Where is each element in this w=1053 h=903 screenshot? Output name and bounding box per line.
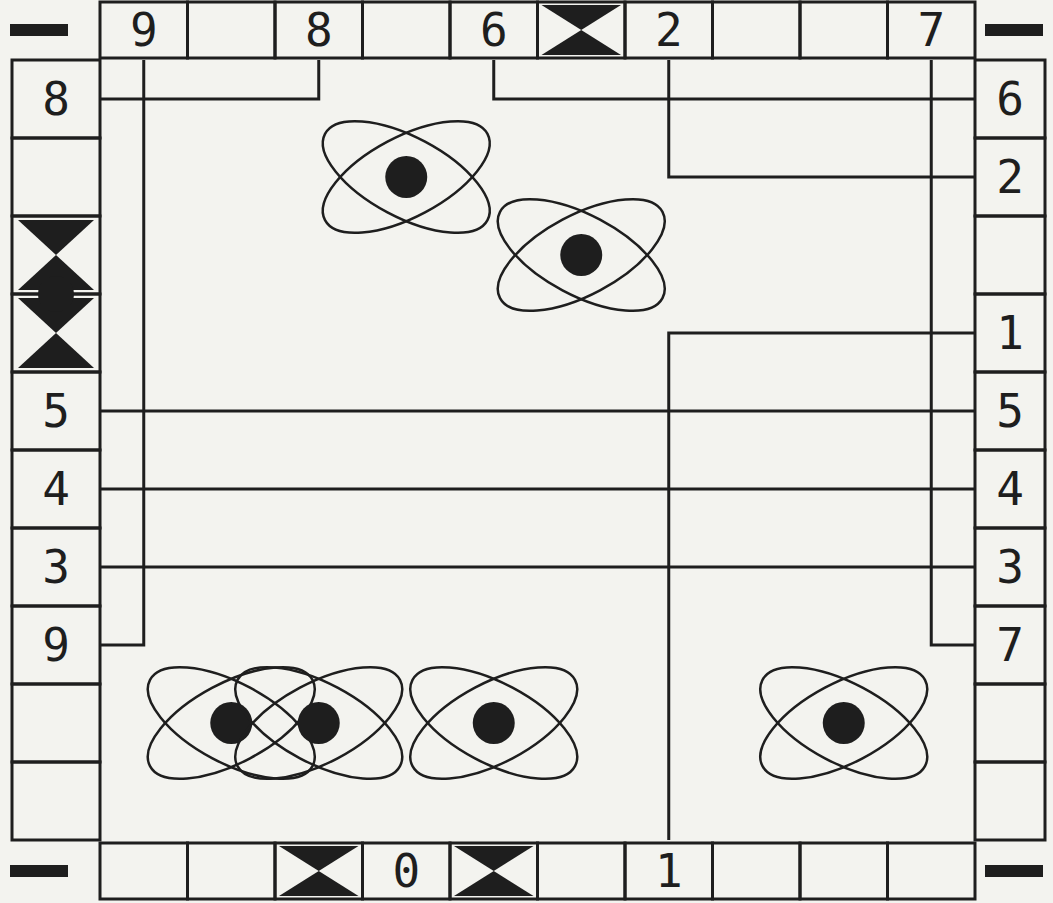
edge-cell	[975, 606, 1045, 684]
atom-ball	[823, 702, 865, 744]
ray-number: 3	[40, 544, 72, 590]
edge-cell	[12, 450, 100, 528]
edge-cell	[275, 843, 363, 899]
atom-orbit	[481, 176, 681, 333]
edge-cell	[625, 2, 713, 58]
ray-path	[669, 60, 975, 177]
ray-number: 9	[40, 622, 72, 668]
edge-cell	[800, 843, 888, 899]
ray-number: 9	[128, 7, 160, 53]
ray-number: 6	[478, 7, 510, 53]
edge-cell	[100, 2, 188, 58]
ray-path	[100, 566, 975, 569]
edge-cell	[800, 2, 888, 58]
edge-cell	[450, 2, 538, 58]
edge-cell	[363, 2, 451, 58]
atom-orbit	[306, 98, 506, 255]
edge-cell	[975, 216, 1045, 294]
edge-cell	[888, 843, 976, 899]
edge-cell	[975, 138, 1045, 216]
atom-ball	[560, 234, 602, 276]
edge-cell	[12, 372, 100, 450]
hit-marker	[542, 5, 622, 30]
atom-ball	[298, 702, 340, 744]
hit-marker	[18, 333, 94, 368]
ray-path	[931, 60, 975, 645]
atom-orbit	[744, 644, 944, 801]
ray-number: 2	[653, 7, 685, 53]
hit-marker	[542, 30, 622, 55]
ray-number: 6	[994, 76, 1026, 122]
edge-cell	[363, 843, 451, 899]
edge-cell	[625, 843, 713, 899]
hit-marker	[279, 871, 359, 896]
edge-cell	[975, 528, 1045, 606]
hit-marker	[279, 846, 359, 871]
edge-cell	[975, 762, 1045, 840]
ray-number: 8	[40, 76, 72, 122]
edge-cell	[12, 684, 100, 762]
ray-number: 7	[994, 622, 1026, 668]
edge-cell	[888, 2, 976, 58]
atom-ball	[210, 702, 252, 744]
ray-number: 2	[994, 154, 1026, 200]
atom-orbit	[219, 644, 419, 801]
ray-path	[100, 410, 975, 413]
hit-marker	[454, 846, 534, 871]
edge-cell	[538, 843, 626, 899]
edge-cell	[12, 60, 100, 138]
atom-orbit	[219, 644, 419, 801]
ray-path	[494, 60, 975, 99]
edge-cell	[100, 843, 188, 899]
atom-ball	[385, 156, 427, 198]
edge-cell	[975, 372, 1045, 450]
edge-cell	[450, 843, 538, 899]
edge-cell	[975, 450, 1045, 528]
edge-cell	[713, 2, 801, 58]
edge-cell	[713, 843, 801, 899]
ray-number: 5	[994, 388, 1026, 434]
corner-bar	[985, 24, 1043, 36]
atom-orbit	[394, 644, 594, 801]
corner-bar	[10, 865, 68, 877]
edge-cell	[275, 2, 363, 58]
corner-bar	[985, 865, 1043, 877]
ray-path	[100, 488, 975, 491]
atom-orbit	[744, 644, 944, 801]
ray-number: 5	[40, 388, 72, 434]
ray-number: 1	[653, 848, 685, 894]
edge-cell	[188, 2, 276, 58]
edge-cell	[975, 684, 1045, 762]
ray-path	[100, 60, 319, 99]
edge-cell	[12, 138, 100, 216]
ray-number: 8	[303, 7, 335, 53]
edge-cell	[975, 294, 1045, 372]
ray-number: 3	[994, 544, 1026, 590]
edge-cell	[12, 528, 100, 606]
atom-ball	[473, 702, 515, 744]
atom-orbit	[394, 644, 594, 801]
edge-cell	[12, 606, 100, 684]
ray-number: 1	[994, 310, 1026, 356]
ray-path	[669, 333, 975, 840]
edge-cell	[12, 762, 100, 840]
hit-dot	[38, 276, 74, 312]
ray-number: 0	[390, 848, 422, 894]
atom-orbit	[481, 176, 681, 333]
hit-marker	[454, 871, 534, 896]
ray-path	[100, 60, 144, 645]
hit-marker	[18, 220, 94, 255]
ray-number: 4	[40, 466, 72, 512]
edge-cell	[538, 2, 626, 58]
atom-orbit	[306, 98, 506, 255]
ray-number: 4	[994, 466, 1026, 512]
corner-bar	[10, 24, 68, 36]
edge-cell	[188, 843, 276, 899]
edge-cell	[975, 60, 1045, 138]
ray-number: 7	[915, 7, 947, 53]
